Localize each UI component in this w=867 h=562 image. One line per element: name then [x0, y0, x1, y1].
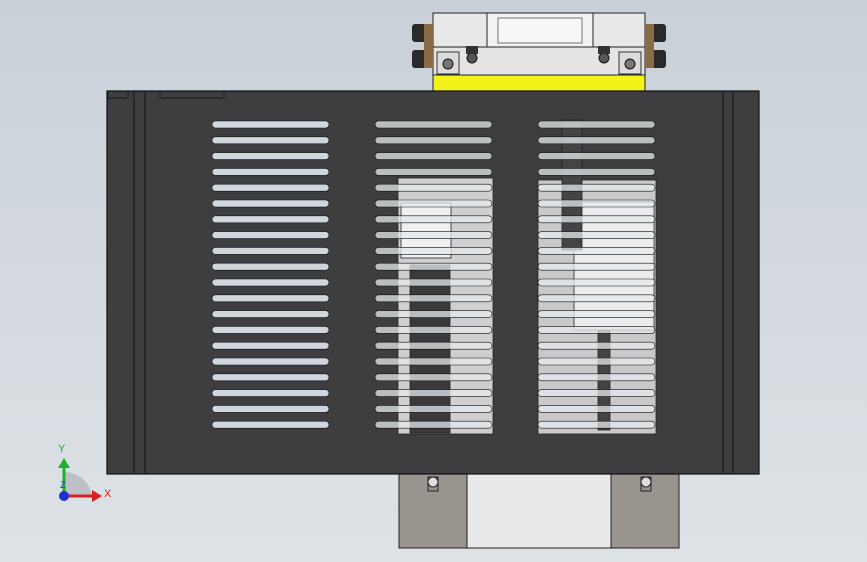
- vent-slot: [374, 310, 493, 318]
- vent-slot: [537, 152, 656, 160]
- vent-slot: [537, 405, 656, 413]
- vent-slot: [211, 326, 330, 334]
- vent-slot: [537, 278, 656, 287]
- vent-slot: [211, 152, 330, 160]
- vent-slot: [374, 262, 493, 271]
- vent-slot: [374, 183, 493, 192]
- vent-slot: [211, 405, 330, 413]
- vent-slot: [537, 199, 656, 208]
- vent-slot: [374, 247, 493, 255]
- vent-slot: [211, 231, 330, 239]
- vent-slot: [211, 278, 330, 287]
- vent-slot: [374, 231, 493, 239]
- vent-slot: [537, 294, 656, 303]
- vent-slot: [211, 357, 330, 366]
- vent-slot: [374, 152, 493, 160]
- vent-slot: [211, 199, 330, 208]
- vent-slot: [211, 262, 330, 271]
- vent-slot: [537, 357, 656, 366]
- vent-slot: [211, 247, 330, 255]
- vent-slot: [537, 247, 656, 255]
- vent-slot-grid: [211, 120, 656, 429]
- vent-slot: [211, 420, 330, 429]
- main-housing: [106, 90, 760, 475]
- vent-slot: [537, 215, 656, 224]
- vent-slot: [374, 120, 493, 129]
- vent-slot: [374, 341, 493, 350]
- vent-slot: [211, 120, 330, 129]
- vent-slot: [374, 389, 493, 397]
- vent-slot: [537, 183, 656, 192]
- vent-slot: [374, 278, 493, 287]
- vent-slot: [211, 310, 330, 318]
- vent-slot: [374, 373, 493, 382]
- vent-slot: [374, 168, 493, 176]
- vent-slot: [537, 326, 656, 334]
- vent-slot: [374, 294, 493, 303]
- bottom-mount-assembly: [398, 471, 680, 549]
- vent-slot: [211, 373, 330, 382]
- vent-slot: [211, 215, 330, 224]
- vent-slot: [537, 231, 656, 239]
- vent-slot: [537, 420, 656, 429]
- top-block-center: [497, 17, 583, 44]
- vent-slot: [537, 310, 656, 318]
- axis-y-label: Y: [58, 443, 66, 455]
- vent-slot: [537, 341, 656, 350]
- vent-slot: [537, 262, 656, 271]
- vent-slot: [374, 215, 493, 224]
- bottom-plate-center: [466, 471, 612, 549]
- vent-slot: [374, 326, 493, 334]
- axis-z-label: Z: [60, 480, 66, 490]
- vent-slot: [537, 389, 656, 397]
- vent-slot: [374, 420, 493, 429]
- top-mid-plate: [432, 46, 646, 76]
- vent-slot: [374, 136, 493, 145]
- vent-slot: [211, 341, 330, 350]
- vent-slot: [374, 357, 493, 366]
- vent-slot: [374, 199, 493, 208]
- vent-slot: [537, 120, 656, 129]
- top-connector-assembly: [412, 12, 666, 92]
- vent-slot: [537, 373, 656, 382]
- axis-x-label: X: [104, 488, 112, 500]
- vent-slot: [211, 136, 330, 145]
- vent-slot: [211, 168, 330, 176]
- yellow-block: [432, 74, 646, 92]
- vent-slot: [211, 389, 330, 397]
- vent-slot: [374, 405, 493, 413]
- coordinate-triad: [58, 458, 102, 502]
- vent-slot: [211, 294, 330, 303]
- vent-slot: [211, 183, 330, 192]
- vent-slot: [537, 168, 656, 176]
- vent-slot: [537, 136, 656, 145]
